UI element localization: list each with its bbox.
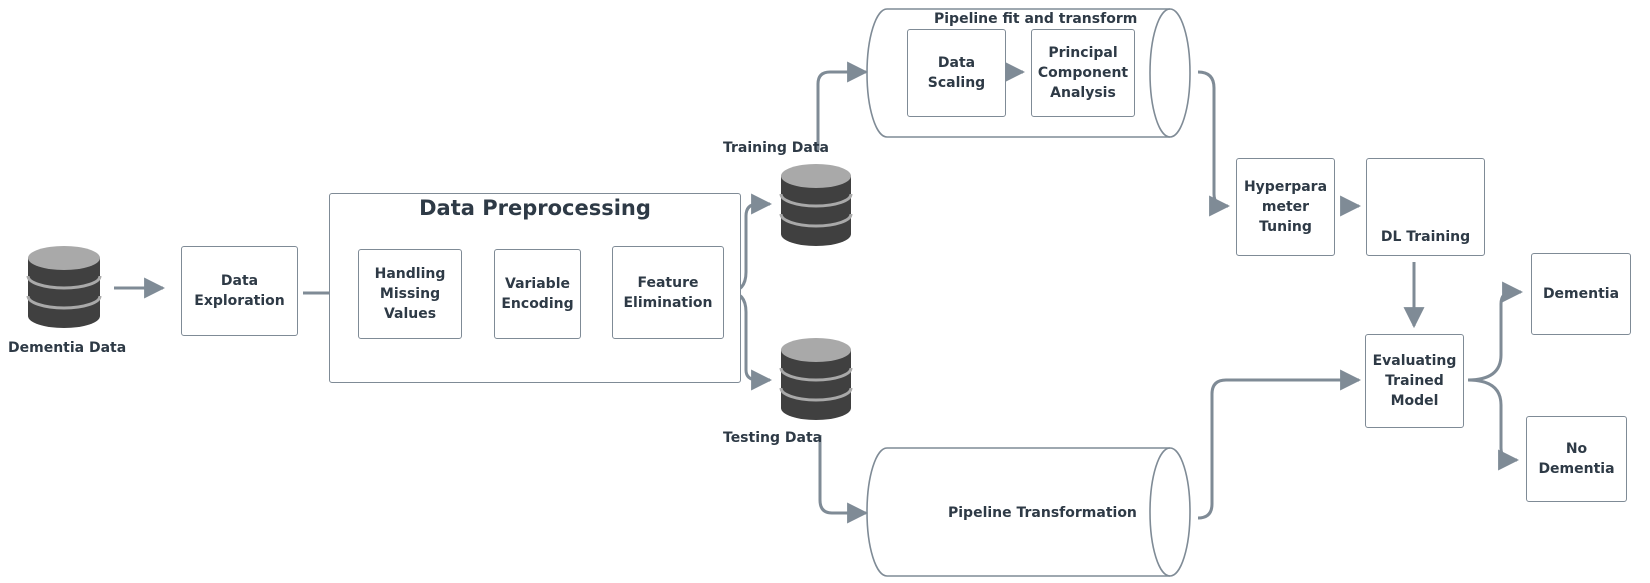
arrow-to-no-dementia bbox=[1467, 378, 1520, 471]
dementia-data-label: Dementia Data bbox=[8, 340, 127, 356]
evaluating-trained-model-box: Evaluating Trained Model bbox=[1365, 334, 1464, 428]
connectors bbox=[114, 61, 1524, 524]
arrow-transform-to-evaluate bbox=[1197, 369, 1362, 520]
variable-encoding-box: Variable Encoding bbox=[494, 249, 581, 339]
arrow-testing-to-pipeline bbox=[818, 435, 869, 524]
dl-training-label: DL Training bbox=[1380, 229, 1471, 245]
database-icon bbox=[779, 338, 853, 420]
feature-elimination-box: Feature Elimination bbox=[612, 246, 724, 339]
pipeline-transformation-cylinder bbox=[866, 447, 1191, 577]
dementia-box: Dementia bbox=[1531, 253, 1631, 335]
dl-training-box: DL Training bbox=[1366, 158, 1485, 256]
training-data-label: Training Data bbox=[723, 140, 829, 156]
hyperparameter-tuning-box: Hyperpara meter Tuning bbox=[1236, 158, 1335, 256]
handling-missing-values-box: Handling Missing Values bbox=[358, 249, 462, 339]
preprocessing-title: Data Preprocessing bbox=[419, 196, 651, 220]
pipeline-transformation-label: Pipeline Transformation bbox=[948, 505, 1137, 521]
database-icon bbox=[26, 246, 102, 328]
no-dementia-box: No Dementia bbox=[1526, 416, 1627, 502]
data-exploration-box: Data Exploration bbox=[181, 246, 298, 336]
pipeline-fit-title: Pipeline fit and transform bbox=[934, 11, 1138, 27]
arrow-pipeline-to-tuning bbox=[1197, 70, 1231, 217]
arrow-training-to-pipeline bbox=[816, 61, 869, 150]
data-scaling-box: Data Scaling bbox=[907, 29, 1006, 117]
pca-box: Principal Component Analysis bbox=[1031, 29, 1135, 117]
arrow-to-dementia bbox=[1467, 281, 1524, 382]
database-icon bbox=[779, 164, 853, 246]
testing-data-label: Testing Data bbox=[723, 430, 823, 446]
